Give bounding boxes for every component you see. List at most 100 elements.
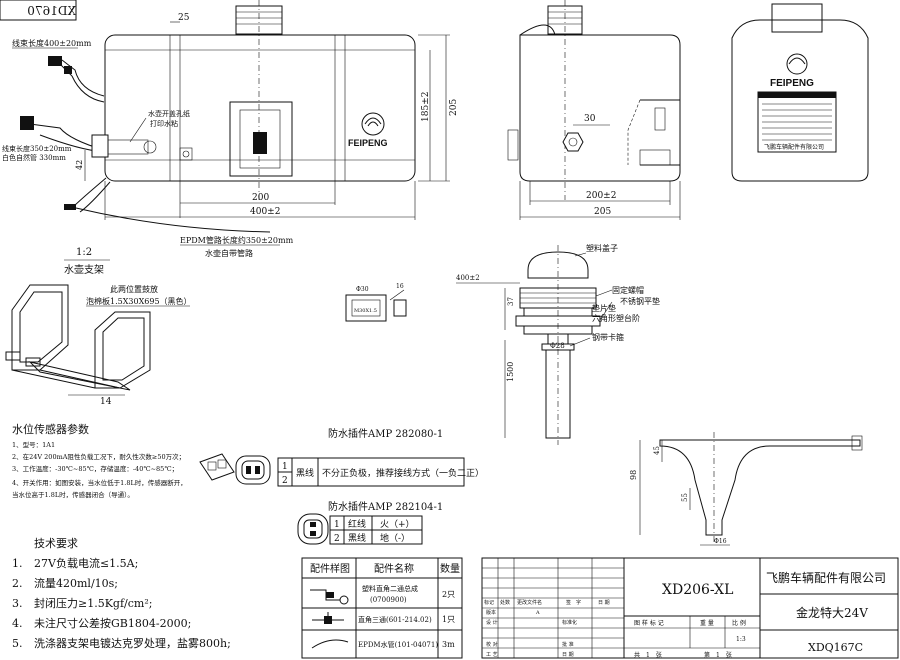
bracket-dim-14: 14 [100,397,112,407]
cap-dim-1500: 1500 [506,362,515,382]
parts-row-2-name: 直角三通(601-214.02) [358,615,432,624]
connector-2-row-1-no: 1 [334,520,340,530]
harness-length-2: 线束长度350±20mm [2,144,72,153]
sensor-params-title: 水位传感器参数 [12,422,89,436]
parts-row-1-qty: 2只 [442,590,455,599]
label-company: 飞鹏车辆配件有限公司 [764,143,824,151]
tech-req-text-4: 未注尺寸公差按GB1804-2000; [34,616,191,630]
funnel-dim-16: Φ16 [714,538,727,545]
tb-company: 飞鹏车辆配件有限公司 [766,570,886,585]
sensor-param-line-5: 当水位高于1.8L时，传感器闭合（导通）。 [12,490,134,499]
tb-weight: 重 量 [700,619,714,627]
tb-stage: 图 样 标 记 [634,619,664,627]
tech-req-no-5: 5. [12,637,23,650]
tech-requirements: 技术要求 1. 27V负载电流≤1.5A; 2. 流量420ml/10s; 3.… [12,537,231,650]
parts-row-2-qty: 1只 [442,615,455,624]
sensor-param-line-4: 4、开关作用：如图安装，当水位低于1.8L时，传感器断开， [12,478,187,487]
tb-sheets: 共 1 张 [634,651,662,659]
corner-code: XD1670 [27,4,76,18]
dim-200-side: 200±2 [586,191,616,201]
tech-req-text-2: 流量420ml/10s; [34,576,118,590]
tech-req-text-3: 封闭压力≥1.5Kgf/cm²; [34,596,152,610]
cap-hex: 六角形塑台阶 [592,313,640,323]
connector-round-icon [297,513,329,545]
tb-scale: 1:3 [736,636,746,643]
connector-1-row-2-no: 2 [282,476,288,486]
connector-2-row-2-color: 黑线 [348,532,366,544]
front-brand: FEIPENG [348,138,388,148]
white-pipe: 白色自然管 330mm [2,153,66,162]
elbow-fitting-icon [310,589,349,605]
corner-code-box: XD1670 [0,0,77,21]
dim-42: 42 [75,160,84,170]
drawing-number: XD206-XL [662,582,733,598]
title-block: 标记 处数 更改文件名 签 字 日 期 版本 A 设 计 标准化 校 对 工 艺… [481,557,899,659]
tb-part-no: XDQ167C [808,641,863,654]
feipeng-label-logo-icon [786,53,808,75]
parts-row-3-qty: 3m [442,640,455,649]
bracket-view: 1:2 水壶支架 此两位置鼓放 泡棉板1.5X30X695（黑色） 14 [5,247,192,407]
side-view: 30 200±2 205 [507,0,681,220]
tech-req-no-3: 3. [12,597,23,610]
cap-dim-28: Φ28 [550,342,565,350]
hose-icon [311,639,349,649]
tb-ratio: 比 例 [732,619,746,627]
pipe-note: 水壶自带管路 [205,248,253,258]
tech-req-text-5: 洗涤器支架电镀达克罗处理，盐雾800h; [34,636,231,650]
tb-version-value: A [535,610,540,616]
front-view: FEIPENG 25 205 185±2 200 400±2 线束长度400±2… [2,0,459,258]
tb-hdr-count: 处数 [500,599,510,606]
sensor-label-1: 水壶开盖孔纸 [148,109,190,118]
dim-25: 25 [178,13,190,23]
connector-2: 防水插件AMP 282104-1 1 2 红线 黑线 火（+） 地（-） [297,500,443,545]
parts-header-name: 配件名称 [374,562,414,575]
parts-row-1-code: (0700900) [370,596,407,604]
tech-req-no-4: 4. [12,617,23,630]
harness-length-1: 线束长度400±20mm [12,38,92,48]
tb-hdr-mark: 标记 [484,599,494,606]
dim-205-side: 205 [594,207,611,217]
dim-200-front: 200 [252,193,269,203]
funnel-dim-98: 98 [629,470,638,480]
parts-row-3-name: EPDM水管(101-04071) [358,640,438,649]
connector-2-row-2-desc: 地（-） [380,532,410,544]
cap-dim-30: Φ30 [356,286,369,293]
epdm-pipe: EPDM管路长度约350±20mm [180,235,294,245]
cap-dim-37: 37 [507,297,515,306]
sensor-param-line-1: 1、型号：1A1 [12,440,55,449]
connector-1: 防水插件AMP 282080-1 1 2 黑线 不分正负极，推荐接线方式（一负二… [199,427,484,487]
connector-1-row-1-desc: 不分正负极，推荐接线方式（一负二正） [322,467,484,479]
parts-header-qty: 数量 [440,562,460,575]
tech-req-no-1: 1. [12,557,23,570]
connector-2-row-1-desc: 火（+） [380,519,415,530]
parts-table: 配件样图 配件名称 数量 塑料直角二通总成 (0700900) 2只 直角三通(… [301,557,463,659]
parts-header-image: 配件样图 [310,562,350,575]
sensor-param-line-3: 3、工作温度：-30℃~85℃，存储温度：-40℃~85℃； [12,464,178,473]
parts-row-1-name: 塑料直角二通总成 [362,584,418,593]
connector-plug-icon [199,453,235,481]
connector-1-title: 防水插件AMP 282080-1 [328,427,443,440]
connector-1-row-1-no: 1 [282,462,288,472]
funnel-dim-55: 55 [681,493,689,502]
tb-craft: 工 艺 [486,652,498,658]
cap-nut: 固定螺帽 [612,285,644,295]
connector-1-row-1-color: 黑线 [296,467,314,479]
cap-washer: 不锈钢平垫 [620,296,660,306]
cap-dim-400: 400±2 [456,274,480,282]
dim-400-front: 400±2 [250,207,280,217]
tb-date: 日 期 [562,652,574,658]
dim-30-side: 30 [584,114,596,124]
connector-socket-icon [235,455,271,485]
tb-version: 版本 [486,609,496,616]
connector-2-row-2-no: 2 [334,534,340,544]
tech-req-no-2: 2. [12,577,23,590]
funnel-view: 98 45 55 Φ16 [629,432,863,546]
cap-dim-16: 16 [396,283,404,290]
tb-hdr-sign: 签 字 [566,599,581,606]
funnel-dim-45: 45 [653,446,661,455]
cap-m30: M30X1.5 [354,308,377,314]
tb-design: 设 计 [486,619,498,626]
tee-fitting-icon [312,612,344,624]
tb-std: 标准化 [562,619,577,626]
